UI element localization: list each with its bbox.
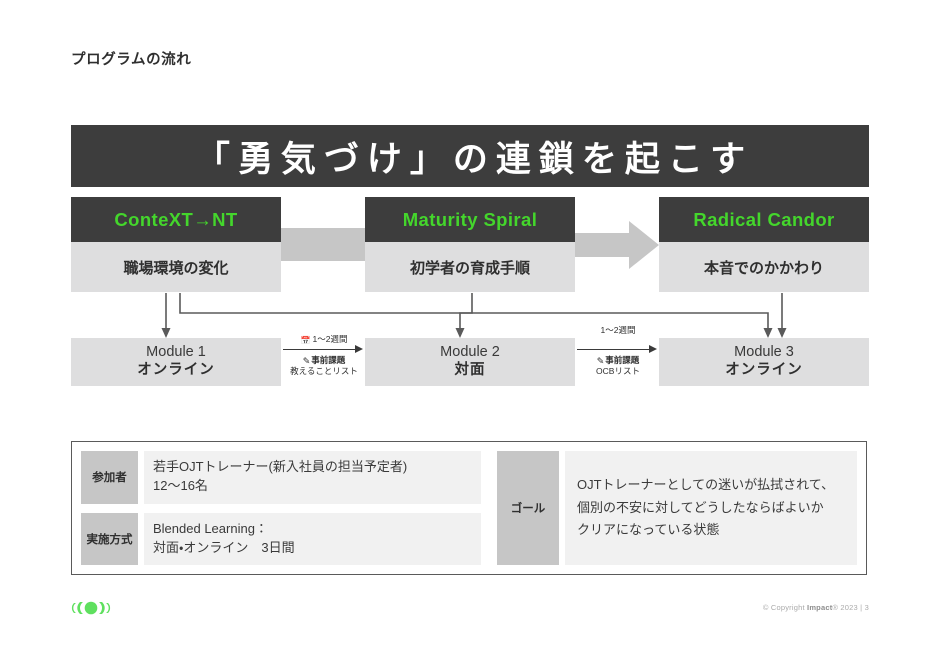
module-card-1: Module 1 オンライン xyxy=(71,338,281,386)
concept-title-1: ConteXT→NT xyxy=(71,197,281,242)
concept-card-3: Radical Candor 本音でのかかわり xyxy=(659,197,869,292)
module-label-1: Module 1 xyxy=(146,344,206,361)
module-mode-1: オンライン xyxy=(137,362,215,378)
info-row-format: 実施方式 Blended Learning： 対面・オンライン 3日間 xyxy=(81,512,481,565)
info-right-column: ゴール OJTトレーナーとしての迷いが払拭されて、 個別の不安に対してどうしたな… xyxy=(497,451,857,565)
pencil-icon: ✎ xyxy=(596,355,605,366)
info-tag-participants: 参加者 xyxy=(81,451,138,504)
module-mode-2: 対面 xyxy=(454,362,486,378)
copyright-text: © Copyright Impact® 2023 | 3 xyxy=(763,603,869,612)
concept-row: ConteXT→NT 職場環境の変化 Maturity Spiral 初学者の育… xyxy=(71,197,869,292)
module-row: Module 1 オンライン Module 2 対面 Module 3 オンライ… xyxy=(71,338,869,386)
module-card-3: Module 3 オンライン xyxy=(659,338,869,386)
module-mode-3: オンライン xyxy=(725,362,803,378)
impact-logo-icon xyxy=(71,600,111,616)
participants-line-1: 若手OJTトレーナー(新入社員の担当予定者) xyxy=(153,459,408,475)
step-1-duration: 1〜2週間 xyxy=(312,334,348,345)
concept-desc-3: 本音でのかかわり xyxy=(659,242,869,292)
step-2-task: 事前課題 xyxy=(605,355,640,365)
pencil-icon: ✎ xyxy=(302,355,311,366)
format-line-2: 対面・オンライン 3日間 xyxy=(153,539,295,555)
module-card-2: Module 2 対面 xyxy=(365,338,575,386)
brand-name: Impact xyxy=(807,603,833,612)
info-value-goal: OJTトレーナーとしての迷いが払拭されて、 個別の不安に対してどうしたならばよい… xyxy=(565,451,857,565)
copyright-prefix: © Copyright xyxy=(762,603,808,612)
calendar-icon: 📅 xyxy=(300,336,311,345)
step-2-detail: OCBリスト xyxy=(596,365,640,376)
step-2-duration: 1〜2週間 xyxy=(600,325,636,336)
info-value-format: Blended Learning： 対面・オンライン 3日間 xyxy=(144,512,481,565)
step-2-arrow-icon xyxy=(575,345,661,355)
step-1-duration-row: 📅 1〜2週間 xyxy=(281,331,367,345)
info-tag-format: 実施方式 xyxy=(81,512,138,565)
goal-line-1: OJTトレーナーとしての迷いが払拭されて、 xyxy=(577,477,835,493)
module-label-3: Module 3 xyxy=(734,344,794,361)
concept-desc-1: 職場環境の変化 xyxy=(71,242,281,292)
goal-line-2: 個別の不安に対してどうしたならばよいか xyxy=(577,499,824,515)
info-value-participants: 若手OJTトレーナー(新入社員の担当予定者) 12〜16名 xyxy=(144,451,481,504)
right-arrow-icon xyxy=(575,219,659,271)
participants-line-2: 12〜16名 xyxy=(153,478,208,494)
info-left-column: 参加者 若手OJTトレーナー(新入社員の担当予定者) 12〜16名 実施方式 B… xyxy=(81,451,481,565)
module-label-2: Module 2 xyxy=(440,344,500,361)
goal-line-3: クリアになっている状態 xyxy=(577,522,720,538)
concept-title-3: Radical Candor xyxy=(659,197,869,242)
info-tag-goal: ゴール xyxy=(497,451,559,565)
step-connector-2: 1〜2週間 ✎ 事前課題 OCBリスト xyxy=(575,322,661,384)
hero-banner: 「勇気づけ」の連鎖を起こす xyxy=(71,125,869,187)
concept-title-2: Maturity Spiral xyxy=(365,197,575,242)
concept-card-2: Maturity Spiral 初学者の育成手順 xyxy=(365,197,575,292)
step-1-arrow-icon xyxy=(281,345,367,355)
step-1-task: 事前課題 xyxy=(311,355,346,365)
step-1-detail: 教えることリスト xyxy=(290,365,358,376)
format-line-1: Blended Learning： xyxy=(153,520,268,536)
step-2-task-row: ✎ 事前課題 xyxy=(575,355,661,366)
concept-card-1: ConteXT→NT 職場環境の変化 xyxy=(71,197,281,292)
info-panel: 参加者 若手OJTトレーナー(新入社員の担当予定者) 12〜16名 実施方式 B… xyxy=(71,441,867,575)
page-title: プログラムの流れ xyxy=(71,52,192,68)
step-2-duration-row: 1〜2週間 xyxy=(575,322,661,336)
step-connector-1: 📅 1〜2週間 ✎ 事前課題 教えることリスト xyxy=(281,331,367,393)
concept-connector-bar xyxy=(281,228,365,261)
concept-desc-2: 初学者の育成手順 xyxy=(365,242,575,292)
info-row-participants: 参加者 若手OJTトレーナー(新入社員の担当予定者) 12〜16名 xyxy=(81,451,481,504)
step-1-task-row: ✎ 事前課題 xyxy=(281,355,367,366)
copyright-suffix: ® 2023 | 3 xyxy=(832,603,869,612)
